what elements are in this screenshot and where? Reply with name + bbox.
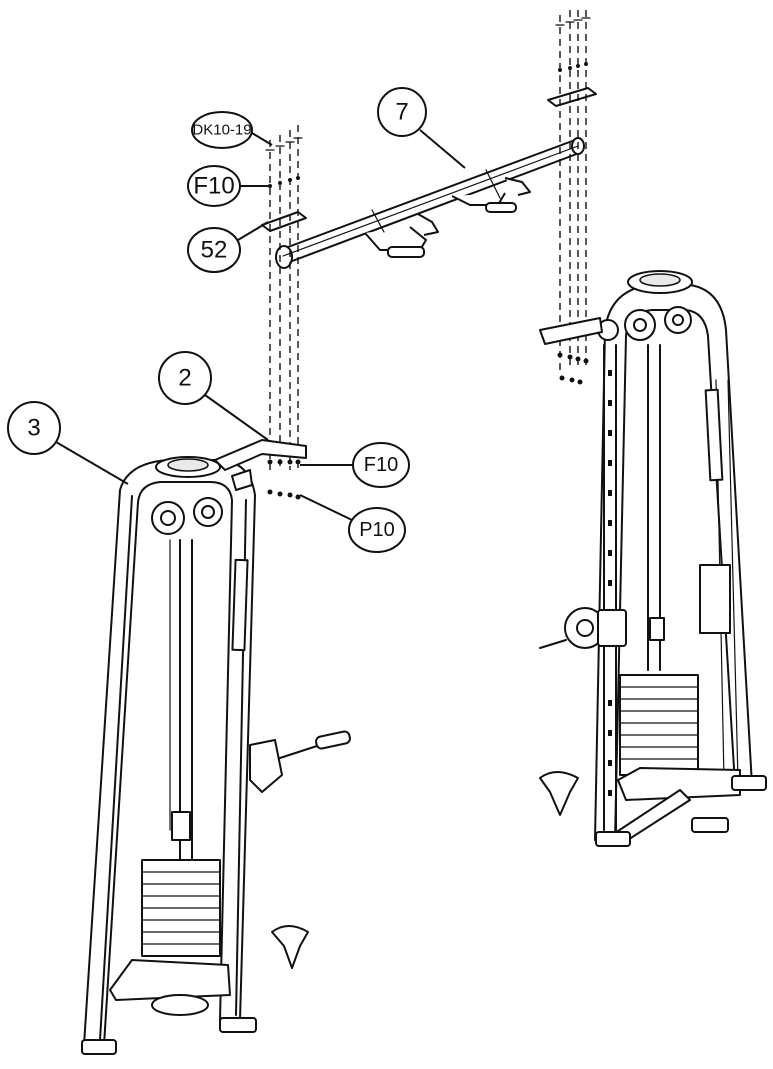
- callout-p10: P10: [299, 494, 406, 553]
- callout-7: 7: [377, 87, 466, 169]
- alignment-lines: [265, 10, 591, 500]
- crossbar-assembly: [261, 87, 597, 269]
- callout-3-text: 3: [27, 415, 40, 442]
- callout-dk10-19-text: DK10-19: [192, 122, 251, 139]
- right-cable-tower: [539, 270, 767, 847]
- callout-f10-side-text: F10: [364, 454, 398, 476]
- callout-2: 2: [158, 351, 269, 441]
- callout-3: 3: [7, 401, 129, 485]
- callout-p10-text: P10: [359, 519, 395, 541]
- callout-2-text: 2: [178, 365, 191, 392]
- callout-f10-side: F10: [300, 442, 410, 488]
- callout-52: 52: [187, 221, 269, 273]
- callout-dk10-19: DK10-19: [191, 111, 273, 149]
- callout-f10-top: F10: [187, 165, 270, 207]
- callout-f10-top-text: F10: [193, 173, 234, 200]
- callout-7-text: 7: [395, 99, 408, 126]
- left-cable-tower: [81, 439, 351, 1055]
- callout-52-text: 52: [201, 237, 228, 264]
